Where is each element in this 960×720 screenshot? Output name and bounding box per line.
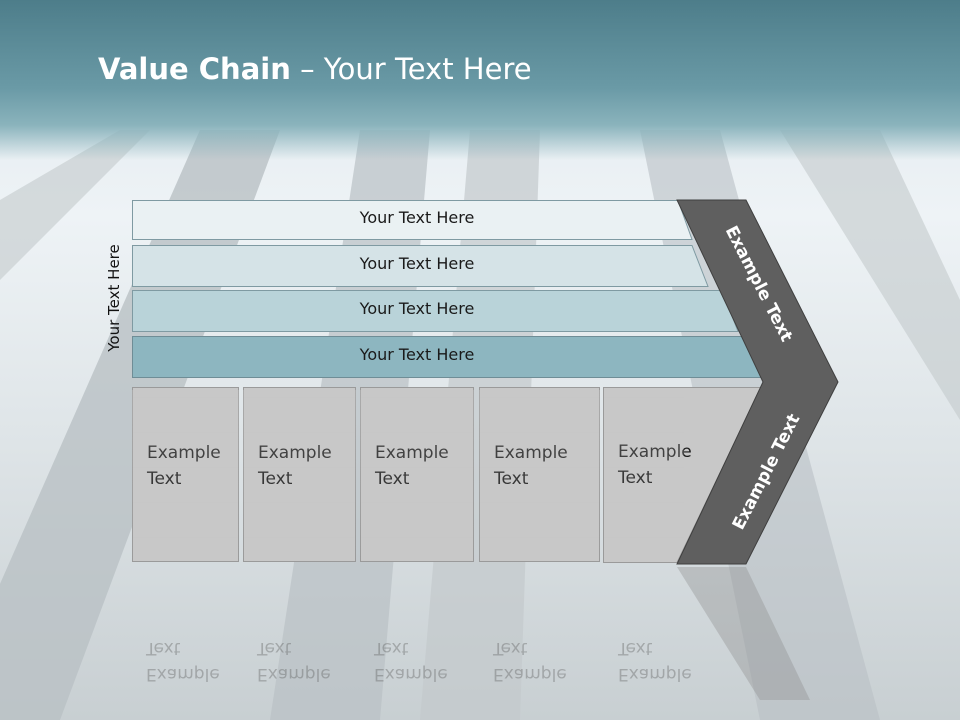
bar-4-label: Your Text Here <box>359 345 475 364</box>
title-rest: – Your Text Here <box>290 52 532 86</box>
column-5-shape <box>603 387 762 563</box>
bar-3-label: Your Text Here <box>359 299 475 318</box>
bar-2-label: Your Text Here <box>359 254 475 273</box>
title-bold: Value Chain <box>98 52 291 86</box>
page-title: Value Chain – Your Text Here <box>98 52 532 86</box>
bar-1-label: Your Text Here <box>359 208 475 227</box>
title-band <box>0 0 960 160</box>
